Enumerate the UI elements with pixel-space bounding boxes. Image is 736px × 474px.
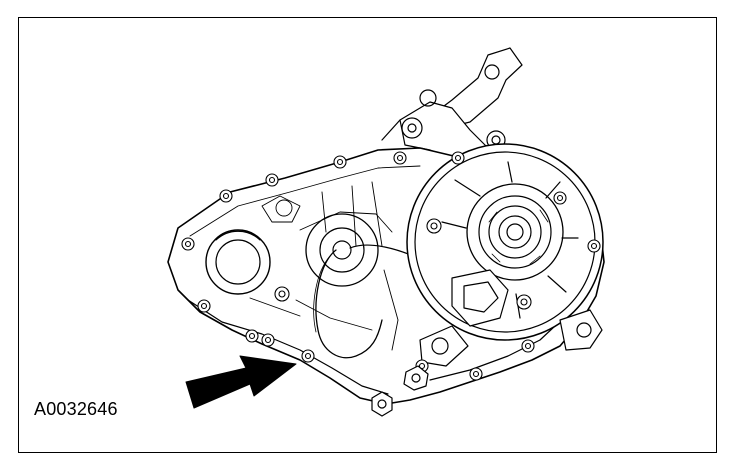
figure-id-label: A0032646 <box>34 399 118 419</box>
housing-ribs <box>249 181 399 351</box>
arrow-icon <box>185 355 297 409</box>
front-cover <box>406 143 604 341</box>
rear-bore <box>205 229 271 295</box>
lower-mount <box>419 269 603 367</box>
bolt-icon <box>181 151 601 381</box>
drain-plug <box>371 365 429 417</box>
